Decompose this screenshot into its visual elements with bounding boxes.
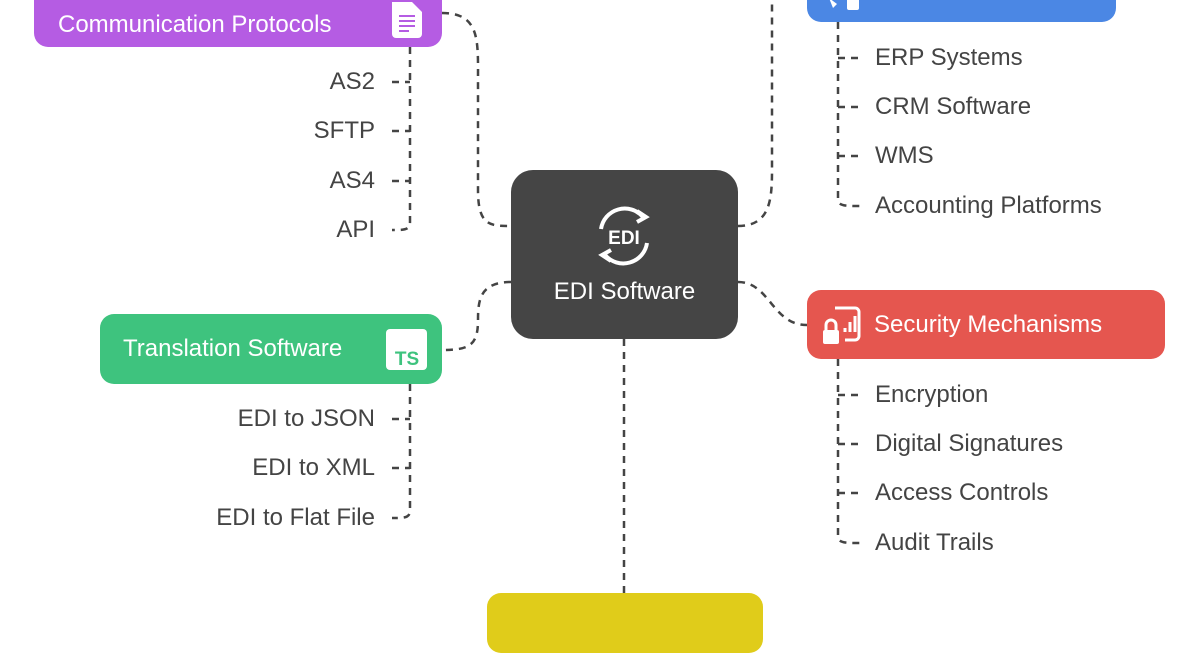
- typescript-icon: TS: [386, 329, 427, 370]
- connector-integration-items: [836, 22, 863, 208]
- list-item: SFTP: [313, 117, 375, 144]
- center-label: EDI Software: [553, 278, 696, 305]
- lock-chart-icon: [823, 306, 861, 344]
- list-item: AS4: [329, 167, 375, 194]
- document-icon: [392, 2, 422, 38]
- connector-security-items: [836, 359, 863, 545]
- svg-text:EDI: EDI: [608, 228, 640, 249]
- list-item: EDI to XML: [252, 454, 375, 481]
- list-item: Access Controls: [875, 479, 1049, 506]
- list-item: EDI to JSON: [237, 405, 375, 432]
- list-item: EDI to Flat File: [216, 504, 375, 531]
- integration-node[interactable]: [807, 0, 1116, 22]
- list-item: Audit Trails: [875, 529, 994, 556]
- list-item: Digital Signatures: [875, 430, 1064, 457]
- communication-protocols-node[interactable]: Communication Protocols: [34, 0, 442, 47]
- list-item: Encryption: [875, 381, 989, 408]
- list-item: WMS: [875, 142, 934, 169]
- list-item: AS2: [329, 68, 375, 95]
- connector-translation: [441, 280, 512, 352]
- node-label: Translation Software: [123, 335, 343, 362]
- edi-cycle-icon: EDI: [598, 206, 650, 266]
- connector-translation-items: [391, 384, 412, 520]
- connector-communication-items: [391, 47, 412, 232]
- connector-lines: [391, 0, 863, 593]
- connector-integration: [737, 0, 774, 228]
- list-item: CRM Software: [875, 93, 1032, 120]
- node-label: Communication Protocols: [58, 10, 332, 38]
- connector-communication: [441, 11, 512, 228]
- translation-software-node[interactable]: Translation Software TS: [100, 314, 442, 384]
- devices-icon: [829, 0, 859, 10]
- bottom-node[interactable]: [487, 593, 763, 653]
- svg-text:TS: TS: [395, 349, 419, 370]
- node-label: Security Mechanisms: [874, 310, 1103, 338]
- list-item: ERP Systems: [875, 44, 1023, 71]
- list-item: Accounting Platforms: [875, 192, 1102, 219]
- edi-software-node[interactable]: EDI EDI Software: [511, 170, 738, 339]
- security-mechanisms-node[interactable]: Security Mechanisms: [807, 290, 1165, 359]
- connector-security: [737, 280, 808, 327]
- list-item: API: [336, 216, 375, 243]
